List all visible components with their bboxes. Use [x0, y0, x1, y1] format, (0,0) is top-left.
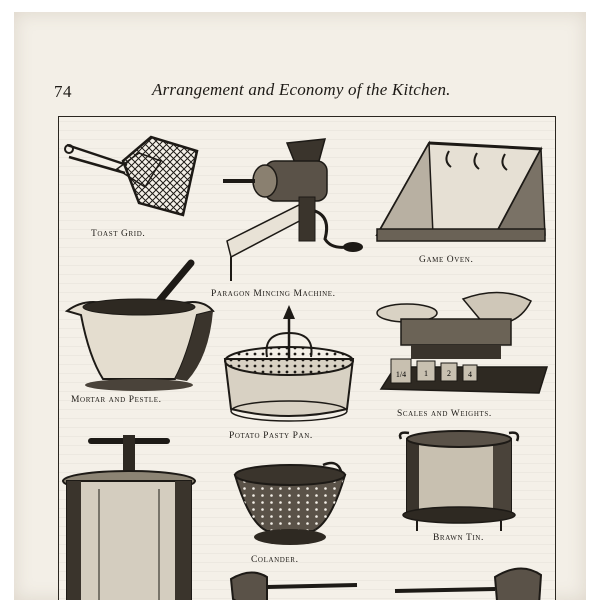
scales-weights-illustration: 1/4 1 2 4 Scales and Weights. — [371, 283, 553, 433]
colander-caption: Colander. — [251, 555, 299, 565]
potato-pasty-pan-caption: Potato Pasty Pan. — [229, 431, 313, 441]
book-page: 74 Arrangement and Economy of the Kitche… — [14, 12, 586, 600]
running-head-title: Arrangement and Economy of the Kitchen. — [152, 80, 451, 99]
ladle-right-drawing — [394, 567, 543, 600]
weight-label-four: 4 — [468, 370, 472, 379]
mortar-pestle-caption: Mortar and Pestle. — [71, 395, 162, 405]
potato-pasty-pan-drawing — [223, 305, 355, 422]
mincing-machine-illustration: Paragon Mincing Machine. — [207, 131, 377, 301]
weight-label-two: 2 — [447, 369, 451, 378]
game-oven-caption: Game Oven. — [419, 255, 474, 265]
brawn-tin-drawing — [398, 430, 520, 531]
mortar-pestle-drawing — [64, 259, 215, 391]
mortar-pestle-illustration: Mortar and Pestle. — [63, 257, 223, 411]
illustration-plate: Toast Grid. Paragon Mincing Machine. — [58, 116, 556, 600]
brawn-tin-caption: Brawn Tin. — [433, 533, 484, 543]
game-oven-illustration: Game Oven. — [373, 139, 549, 269]
press-drawing — [62, 435, 196, 600]
mincing-machine-caption: Paragon Mincing Machine. — [211, 289, 336, 299]
page-number: 74 — [54, 82, 72, 101]
brawn-tin-illustration: Brawn Tin. — [397, 429, 521, 555]
toast-grid-drawing — [64, 135, 199, 217]
ladle-right-illustration — [391, 557, 551, 600]
weight-label-one: 1 — [424, 369, 428, 378]
toast-grid-caption: Toast Grid. — [91, 229, 146, 239]
potato-pasty-pan-illustration: Potato Pasty Pan. — [219, 303, 359, 457]
colander-drawing — [233, 461, 347, 545]
game-oven-drawing — [375, 140, 546, 242]
ladle-left-illustration — [227, 563, 367, 600]
toast-grid-illustration: Toast Grid. — [64, 127, 205, 239]
scales-weights-caption: Scales and Weights. — [397, 409, 492, 419]
weight-label-quarter: 1/4 — [396, 370, 406, 379]
ladle-left-drawing — [229, 571, 358, 600]
press-illustration — [62, 429, 203, 600]
mincing-machine-drawing — [223, 138, 363, 281]
colander-illustration: Colander. — [231, 457, 349, 575]
scales-weights-drawing: 1/4 1 2 4 — [376, 291, 549, 394]
